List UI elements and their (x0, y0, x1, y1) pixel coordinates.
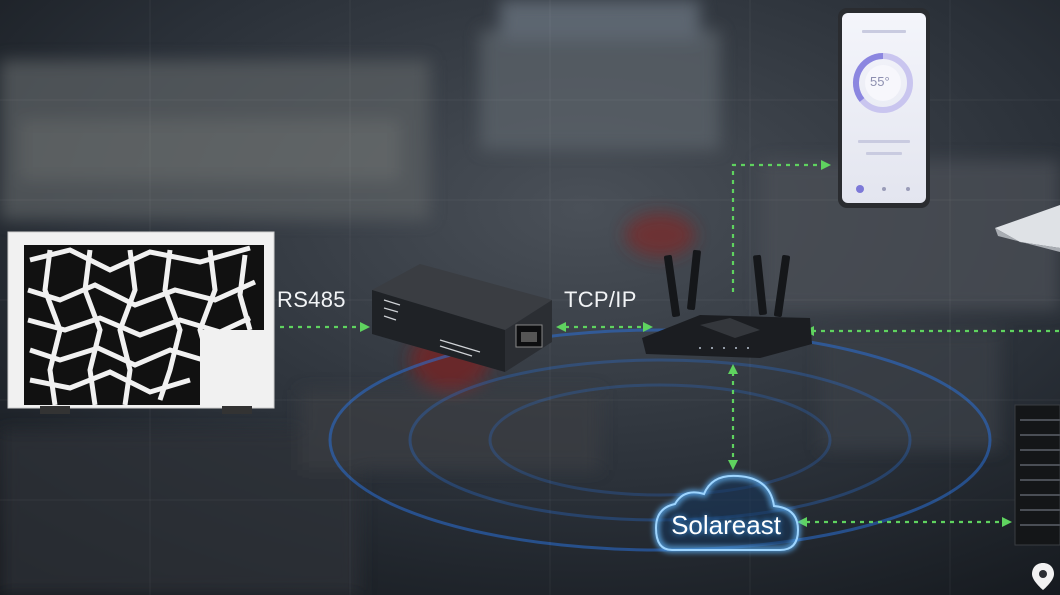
cloud-label: Solareast (671, 510, 781, 540)
map-pin-icon (1032, 563, 1054, 590)
laptop (995, 205, 1060, 252)
rs485-ethernet-converter (372, 264, 552, 372)
smartphone-app (838, 8, 930, 208)
heat-pump-unit (7, 231, 275, 414)
connection-links (280, 163, 1060, 524)
server-rack (1014, 404, 1060, 546)
link-router-phone (731, 163, 822, 292)
tcpip-label: TCP/IP (564, 287, 637, 312)
wifi-router (642, 249, 812, 358)
rs485-label: RS485 (277, 287, 346, 312)
phone-temperature: 55° (870, 74, 890, 89)
solareast-cloud (653, 473, 801, 552)
